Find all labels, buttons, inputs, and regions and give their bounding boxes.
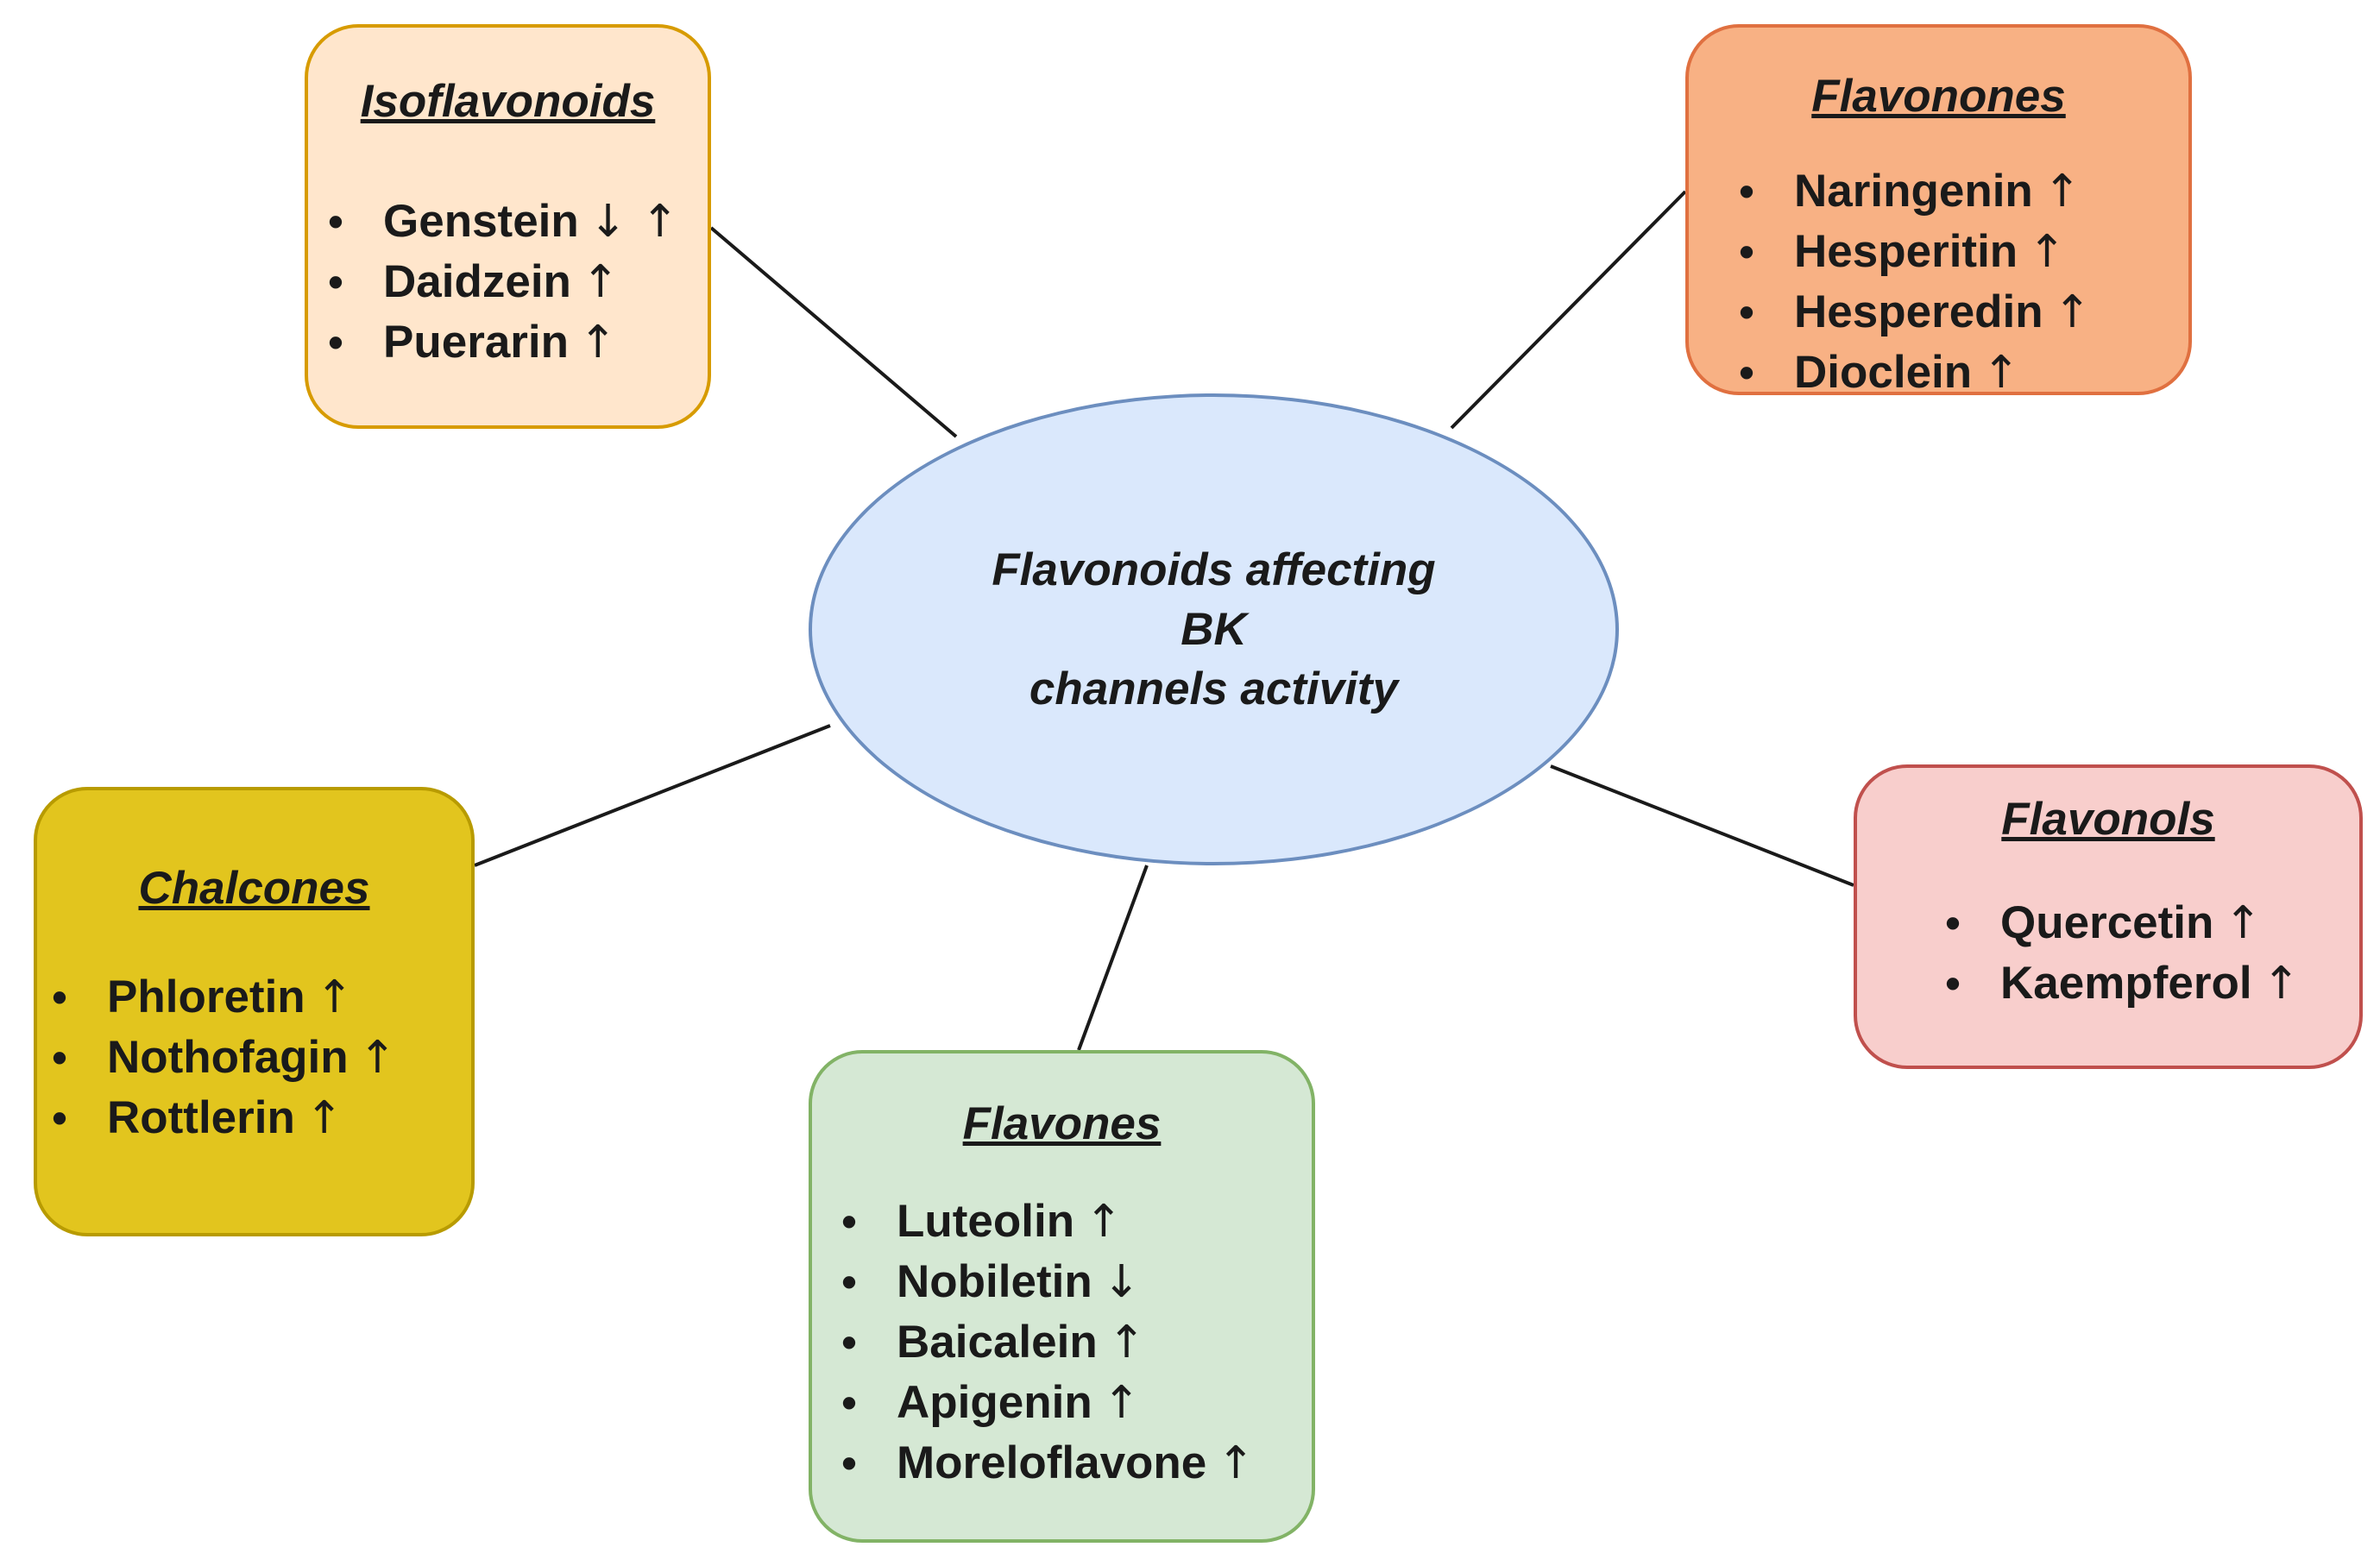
bullet-icon: • (52, 1034, 67, 1082)
bullet-icon: • (1739, 167, 1754, 216)
effect-arrow-icon: ↑ (1102, 1377, 1141, 1429)
group-title: Chalcones (138, 863, 370, 914)
compound-name: Baicalein (897, 1317, 1098, 1368)
compound-item: • Rottlerin↑ (51, 1088, 396, 1148)
effect-arrow-icon: ↑ (2028, 226, 2066, 278)
group-title: Flavonols (2001, 794, 2215, 845)
group-isoflavonoids: Isoflavonoids • Genstein↓ ↑ • Daidzein↑ • Pue… (305, 24, 711, 429)
bullet-icon: • (841, 1198, 857, 1246)
group-flavonones: Flavonones •Naringenin↑•Hesperitin↑•Hesp… (1685, 24, 2192, 399)
effect-arrow-icon: ↑ (315, 972, 354, 1023)
compound-name: Hesperitin (1794, 226, 2018, 277)
group-chalcones: Chalcones •Phloretin↑•Nothofagin↑•Rottle… (34, 787, 475, 1236)
compound-name: Nothofagin (107, 1032, 349, 1083)
bullet-icon: • (328, 258, 343, 306)
connector-flavonones (1450, 190, 1687, 430)
compound-item: • Genstein↓ ↑ (327, 192, 678, 252)
compound-item: • Baicalein↑ (841, 1312, 1255, 1373)
compound-name: Dioclein (1794, 347, 1973, 398)
effect-arrow-icon: ↑ (1982, 347, 2020, 399)
compound-item: • Puerarin↑ (327, 312, 678, 373)
compound-list: •Naringenin↑•Hesperitin↑•Hesperedin↑•Dio… (1738, 161, 2091, 403)
bullet-icon: • (1945, 899, 1961, 947)
compound-list: • Genstein↓ ↑ • Daidzein↑ • Puerarin↑ (327, 192, 678, 373)
bullet-icon: • (841, 1379, 857, 1427)
effect-arrow-icon: ↑ (2262, 958, 2301, 1009)
bullet-icon: • (328, 198, 343, 246)
compound-item: • Kaempferol↑ (1944, 953, 2300, 1014)
effect-arrow-icon: ↑ (581, 256, 620, 308)
compound-name: Luteolin (897, 1196, 1075, 1247)
compound-list: •Luteolin↑•Nobiletin↓•Baicalein↑•Apigeni… (841, 1192, 1255, 1494)
central-label-line-2: BK (1181, 604, 1247, 655)
bullet-icon: • (52, 973, 67, 1022)
central-label-line-1: Flavonoids affecting (992, 544, 1436, 595)
compound-item: • Phloretin↑ (51, 967, 396, 1028)
compound-item: • Luteolin↑ (841, 1192, 1255, 1252)
effect-arrow-icon: ↑ (1107, 1317, 1146, 1368)
effect-arrow-icon: ↑ (305, 1092, 343, 1144)
connector-isoflavonoids (709, 226, 958, 438)
compound-item: • Hesperitin↑ (1738, 222, 2091, 282)
effect-arrow-icon: ↑ (1217, 1437, 1255, 1489)
effect-arrow-icon: ↑ (579, 317, 617, 368)
effect-arrow-icon: ↑ (2053, 286, 2092, 338)
effect-arrow-icon: ↑ (358, 1032, 397, 1084)
effect-arrow-icon: ↓ (1102, 1256, 1141, 1308)
effect-arrow-icon: ↑ (2043, 166, 2081, 217)
bullet-icon: • (841, 1258, 857, 1306)
effect-arrow-icon: ↓ ↑ (589, 196, 679, 248)
compound-name: Apigenin (897, 1377, 1092, 1428)
group-flavones: Flavones •Luteolin↑•Nobiletin↓•Baicalein… (809, 1050, 1315, 1543)
bullet-icon: • (1739, 288, 1754, 336)
connector-chalcones (474, 724, 831, 867)
compound-item: • Daidzein↑ (327, 252, 678, 312)
central-label-line-3: channels activity (1029, 664, 1399, 714)
bullet-icon: • (841, 1318, 857, 1367)
central-node: Flavonoids affecting BK channels activit… (809, 393, 1619, 865)
compound-name: Puerarin (383, 317, 570, 368)
bullet-icon: • (1739, 349, 1754, 397)
bullet-icon: • (841, 1439, 857, 1487)
compound-item: • Nothofagin↑ (51, 1028, 396, 1088)
compound-name: Naringenin (1794, 166, 2033, 217)
bullet-icon: • (1739, 228, 1754, 276)
compound-name: Hesperedin (1794, 286, 2043, 337)
compound-name: Phloretin (107, 972, 305, 1022)
group-title: Flavonones (1811, 71, 2066, 122)
effect-arrow-icon: ↑ (2224, 897, 2262, 949)
compound-name: Moreloflavone (897, 1437, 1207, 1488)
compound-name: Daidzein (383, 256, 571, 307)
compound-name: Rottlerin (107, 1092, 295, 1143)
compound-item: • Apigenin↑ (841, 1373, 1255, 1433)
effect-arrow-icon: ↑ (1085, 1196, 1123, 1248)
compound-item: • Dioclein↑ (1738, 343, 2091, 403)
compound-item: • Nobiletin↓ (841, 1252, 1255, 1312)
compound-name: Nobiletin (897, 1256, 1092, 1307)
compound-name: Quercetin (2000, 897, 2214, 948)
compound-name: Genstein (383, 196, 579, 247)
group-title: Isoflavonoids (360, 76, 656, 127)
compound-item: • Naringenin↑ (1738, 161, 2091, 222)
connector-flavonols (1550, 764, 1854, 887)
compound-item: • Quercetin↑ (1944, 893, 2300, 953)
group-title: Flavones (962, 1098, 1162, 1149)
connector-flavones (1077, 865, 1149, 1051)
bullet-icon: • (52, 1094, 67, 1142)
compound-name: Kaempferol (2000, 958, 2252, 1009)
compound-item: • Hesperedin↑ (1738, 282, 2091, 343)
bullet-icon: • (1945, 959, 1961, 1008)
bullet-icon: • (328, 318, 343, 367)
group-flavonols: Flavonols •Quercetin↑•Kaempferol↑ (1854, 764, 2363, 1069)
compound-item: • Moreloflavone↑ (841, 1433, 1255, 1494)
compound-list: •Phloretin↑•Nothofagin↑•Rottlerin↑ (51, 967, 396, 1148)
compound-list: •Quercetin↑•Kaempferol↑ (1944, 893, 2300, 1014)
